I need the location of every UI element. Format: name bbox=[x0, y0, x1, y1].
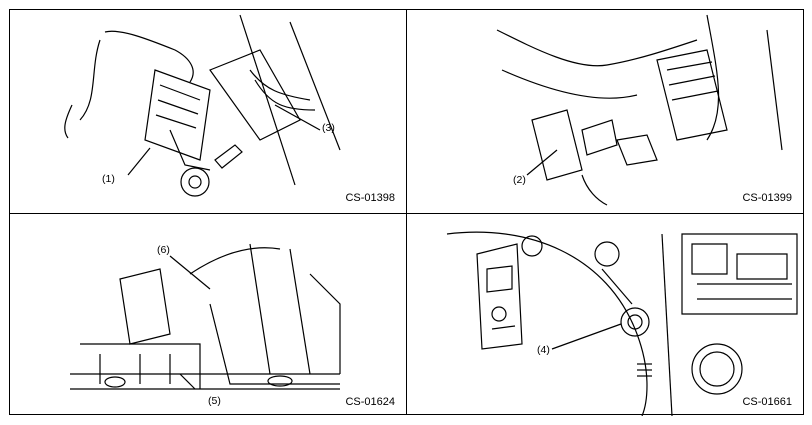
panel-cs-01661: (4) CS-01661 bbox=[407, 214, 802, 416]
illustration-sheet: (1) (3) CS-01398 (2) CS-01399 bbox=[9, 9, 804, 416]
callout-2: (2) bbox=[513, 174, 526, 186]
callout-1: (1) bbox=[102, 173, 115, 185]
connector-harness-illustration bbox=[496, 14, 783, 206]
callout-4: (4) bbox=[537, 344, 550, 356]
figure-code: CS-01624 bbox=[345, 396, 395, 408]
panel-cs-01399: (2) CS-01399 bbox=[407, 10, 802, 212]
panel-cs-01624: (6) (5) CS-01624 bbox=[10, 214, 405, 416]
figure-code: CS-01399 bbox=[742, 192, 792, 204]
vertical-divider bbox=[406, 10, 407, 414]
horizontal-divider bbox=[10, 213, 803, 214]
panel-cs-01398: (1) (3) CS-01398 bbox=[10, 10, 405, 212]
steering-column-connector-illustration bbox=[64, 14, 341, 197]
callout-3: (3) bbox=[322, 122, 335, 134]
callout-5: (5) bbox=[208, 395, 221, 407]
callout-6: (6) bbox=[157, 244, 170, 256]
figure-code: CS-01661 bbox=[742, 396, 792, 408]
figure-code: CS-01398 bbox=[345, 192, 395, 204]
column-cover-bracket-illustration bbox=[70, 243, 341, 390]
dashboard-ignition-illustration bbox=[446, 231, 798, 416]
